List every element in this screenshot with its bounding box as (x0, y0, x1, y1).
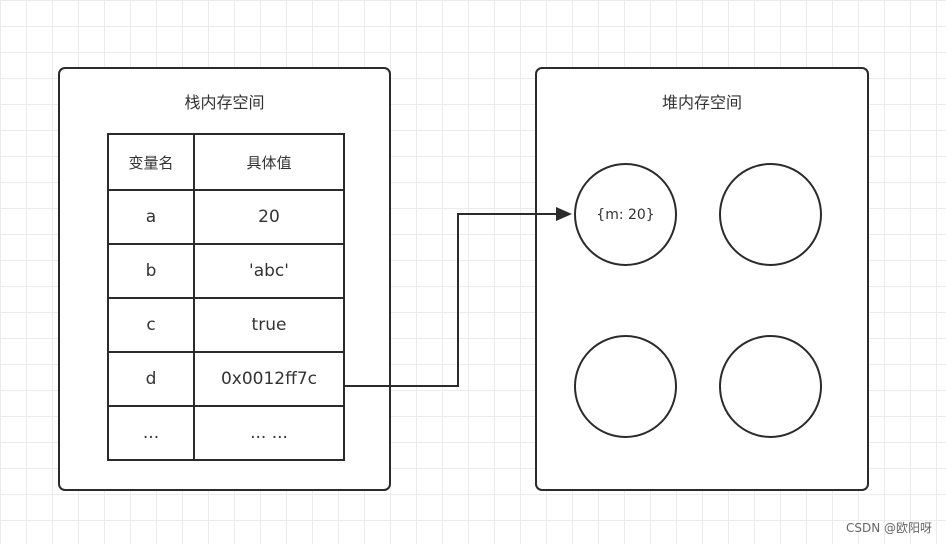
variable-name-cell: b (107, 243, 195, 299)
stack-title: 栈内存空间 (184, 93, 265, 112)
header-variable-name: 变量名 (107, 133, 195, 191)
table-row: a 20 (107, 189, 345, 245)
variable-value-cell: 20 (193, 189, 345, 245)
variable-value-cell: 'abc' (193, 243, 345, 299)
table-row: ... ... ... (107, 405, 345, 461)
heap-object-circle (574, 335, 677, 438)
heap-object-circle (719, 163, 822, 266)
stack-memory-panel: 栈内存空间 变量名 具体值 a 20 b 'abc' c true d 0x00… (58, 67, 391, 491)
variable-name-cell: d (107, 351, 195, 407)
variable-value-cell: true (193, 297, 345, 353)
variable-table: 变量名 具体值 a 20 b 'abc' c true d 0x0012ff7c… (107, 133, 345, 461)
variable-name-cell: a (107, 189, 195, 245)
table-row: b 'abc' (107, 243, 345, 299)
variable-name-cell: ... (107, 405, 195, 461)
table-row: d 0x0012ff7c (107, 351, 345, 407)
table-header-row: 变量名 具体值 (107, 133, 345, 191)
reference-arrowhead-icon (556, 207, 572, 221)
variable-value-cell: 0x0012ff7c (193, 351, 345, 407)
heap-title: 堆内存空间 (661, 93, 742, 112)
heap-object-circle (719, 335, 822, 438)
variable-value-cell: ... ... (193, 405, 345, 461)
table-row: c true (107, 297, 345, 353)
header-value: 具体值 (193, 133, 345, 191)
reference-arrow-line (343, 213, 558, 387)
watermark: CSDN @欧阳呀 (845, 521, 932, 535)
variable-name-cell: c (107, 297, 195, 353)
heap-object-circle: {m: 20} (574, 163, 677, 266)
